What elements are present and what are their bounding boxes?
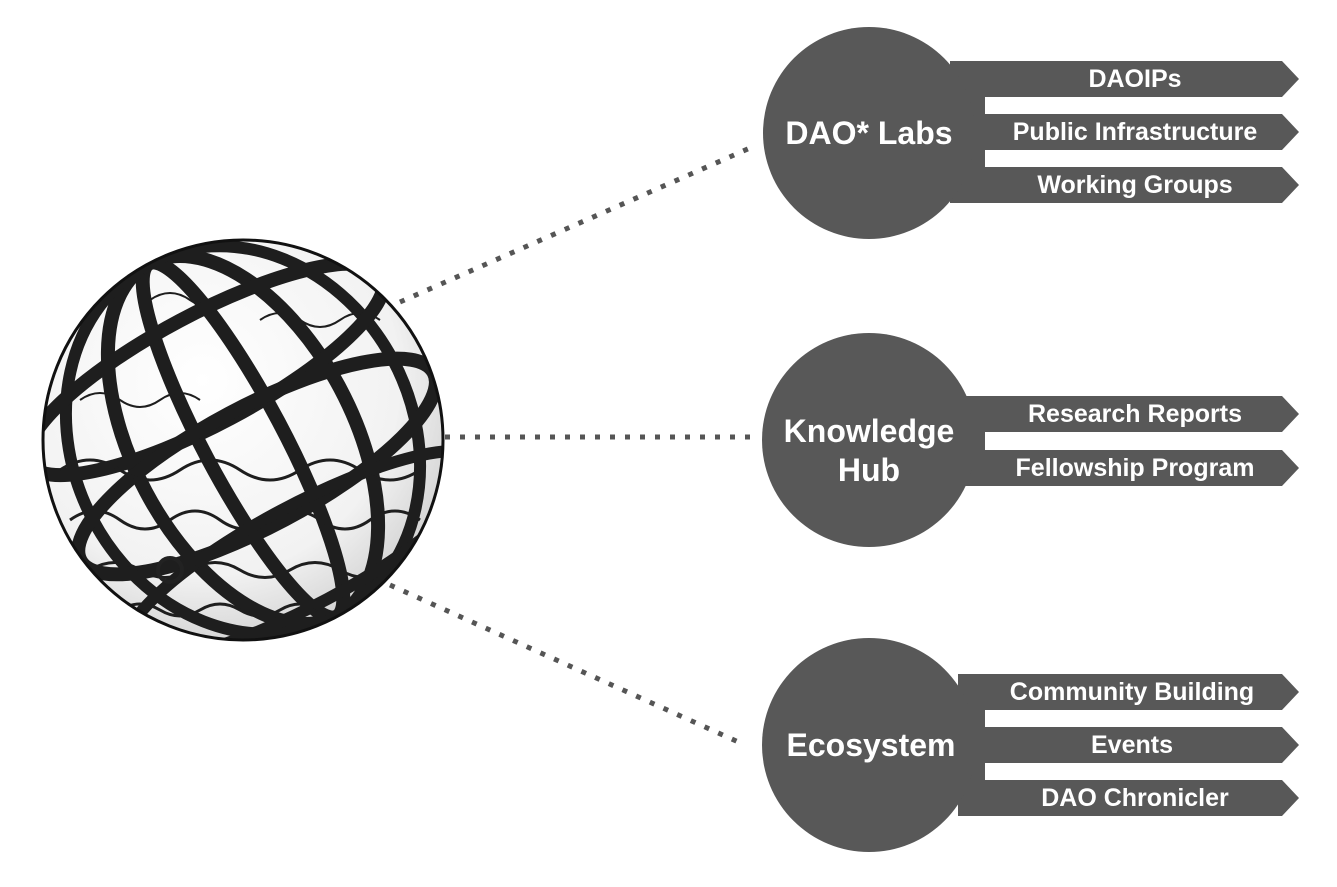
hub-dao-labs: DAOIPs Public Infrastructure Working Gro… <box>763 27 1299 239</box>
sketched-globe-icon <box>0 184 504 697</box>
arrow-label-events: Events <box>1091 731 1173 759</box>
hub-title: DAO* Labs <box>785 115 952 151</box>
hub-knowledge-hub: Research Reports Fellowship Program Know… <box>762 333 1299 547</box>
hub-title-line-2: Hub <box>838 452 900 488</box>
arrow-label-dao-chronicler: DAO Chronicler <box>1041 784 1229 812</box>
arrow-label-fellowship-program: Fellowship Program <box>1016 454 1255 482</box>
connector-dao-labs <box>400 148 750 302</box>
hub-title: Ecosystem <box>787 727 956 763</box>
connector-ecosystem <box>390 585 745 745</box>
arrow-label-community-building: Community Building <box>1010 678 1254 706</box>
arrow-label-public-infrastructure: Public Infrastructure <box>1013 118 1258 146</box>
hub-ecosystem: Community Building Events DAO Chronicler… <box>762 638 1299 852</box>
arrow-label-working-groups: Working Groups <box>1037 171 1232 199</box>
arrow-label-daoips: DAOIPs <box>1088 65 1181 93</box>
arrow-label-research-reports: Research Reports <box>1028 400 1242 428</box>
hub-title-line-1: Knowledge <box>784 413 955 449</box>
